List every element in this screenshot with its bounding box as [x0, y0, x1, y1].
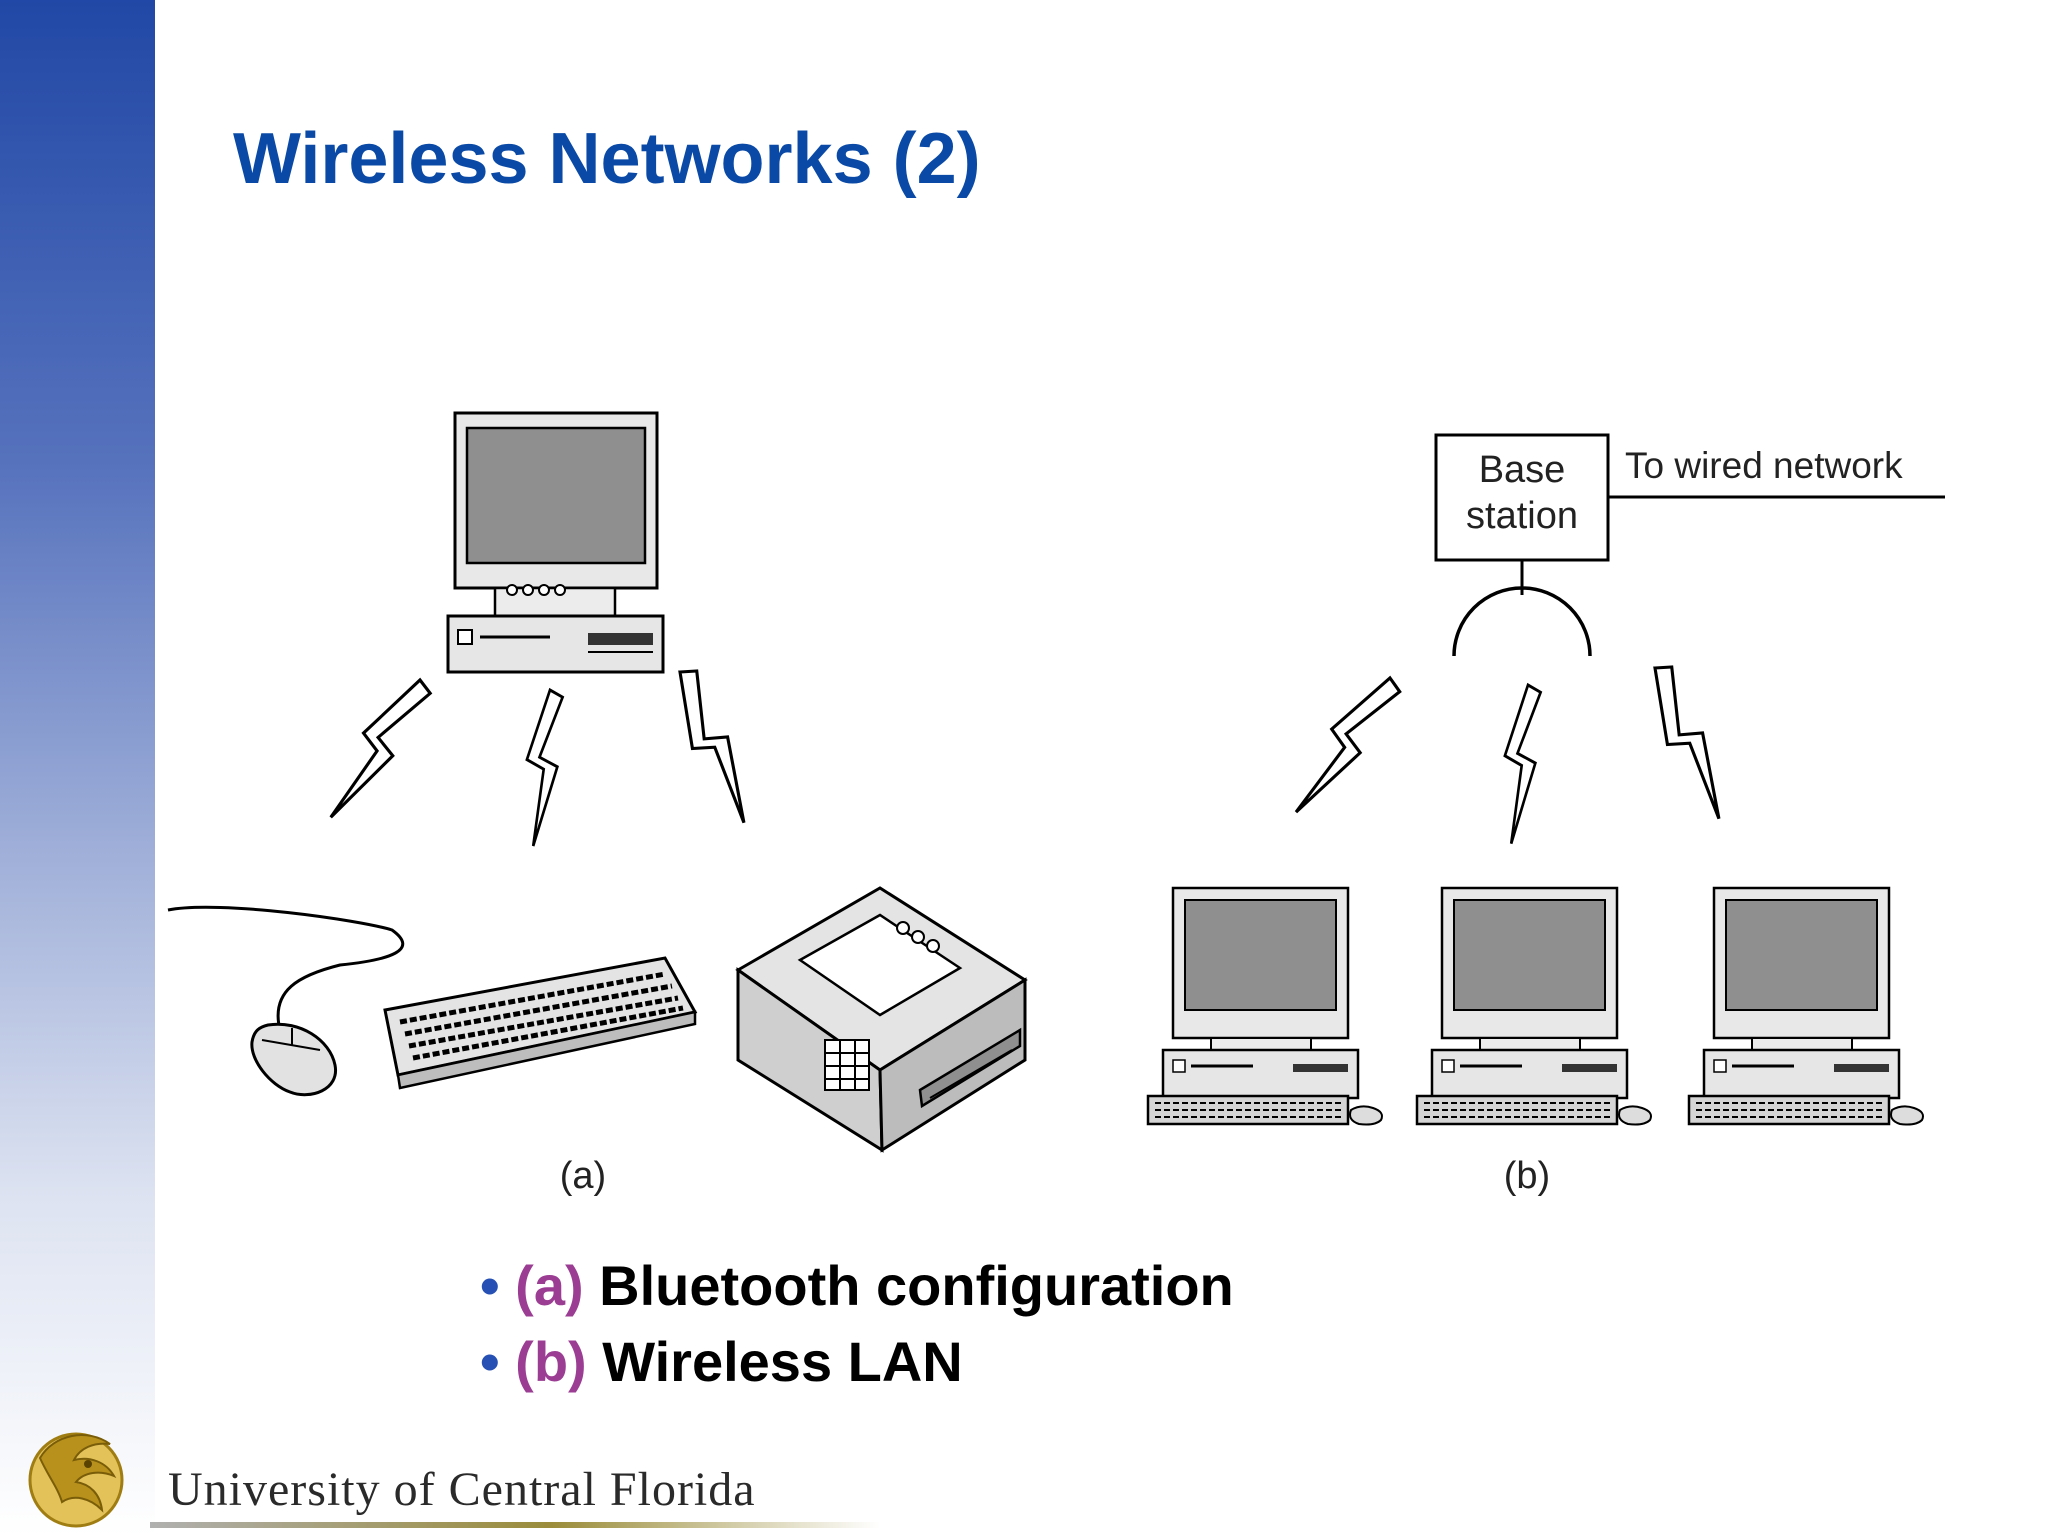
wlan-link-left — [1287, 663, 1405, 831]
slide-title: Wireless Networks (2) — [233, 119, 981, 199]
printer — [735, 886, 1028, 1153]
wlan-link-middle — [1503, 683, 1543, 846]
bluetooth-desktop — [446, 411, 665, 674]
pegasus-icon — [28, 1432, 124, 1528]
university-name: University of Central Florida — [168, 1463, 756, 1516]
wlan-computer-1 — [1146, 886, 1384, 1126]
bluetooth-link-left — [322, 666, 436, 835]
caption-tag-a: (a) — [515, 1254, 584, 1317]
caption-text-a: Bluetooth configuration — [583, 1254, 1234, 1317]
caption-item-b: • (b) Wireless LAN — [480, 1324, 1234, 1400]
bluetooth-link-middle — [525, 688, 565, 848]
side-gradient-bar — [0, 0, 155, 1536]
base-station: Base station — [1434, 433, 1610, 562]
base-station-label-line2: station — [1466, 495, 1578, 537]
diagram-label-a: (a) — [560, 1155, 606, 1197]
caption-item-a: • (a) Bluetooth configuration — [480, 1248, 1234, 1324]
caption-tag-b: (b) — [515, 1330, 587, 1393]
bullet-dot: • — [480, 1254, 500, 1317]
mouse — [167, 905, 405, 1097]
wlan-link-right — [1629, 658, 1751, 825]
caption-text-b: Wireless LAN — [586, 1330, 963, 1393]
footer-rule — [150, 1522, 880, 1528]
wlan-computer-3 — [1687, 886, 1925, 1126]
wired-network-label: To wired network — [1625, 445, 1903, 486]
diagram-label-b: (b) — [1504, 1155, 1550, 1197]
base-station-label-line1: Base — [1479, 449, 1566, 491]
antenna-icon — [1452, 586, 1592, 657]
keyboard — [383, 956, 698, 1090]
bluetooth-link-right — [654, 662, 776, 829]
caption-list: • (a) Bluetooth configuration • (b) Wire… — [480, 1248, 1234, 1400]
wlan-computer-2 — [1415, 886, 1653, 1126]
bullet-dot: • — [480, 1330, 500, 1393]
